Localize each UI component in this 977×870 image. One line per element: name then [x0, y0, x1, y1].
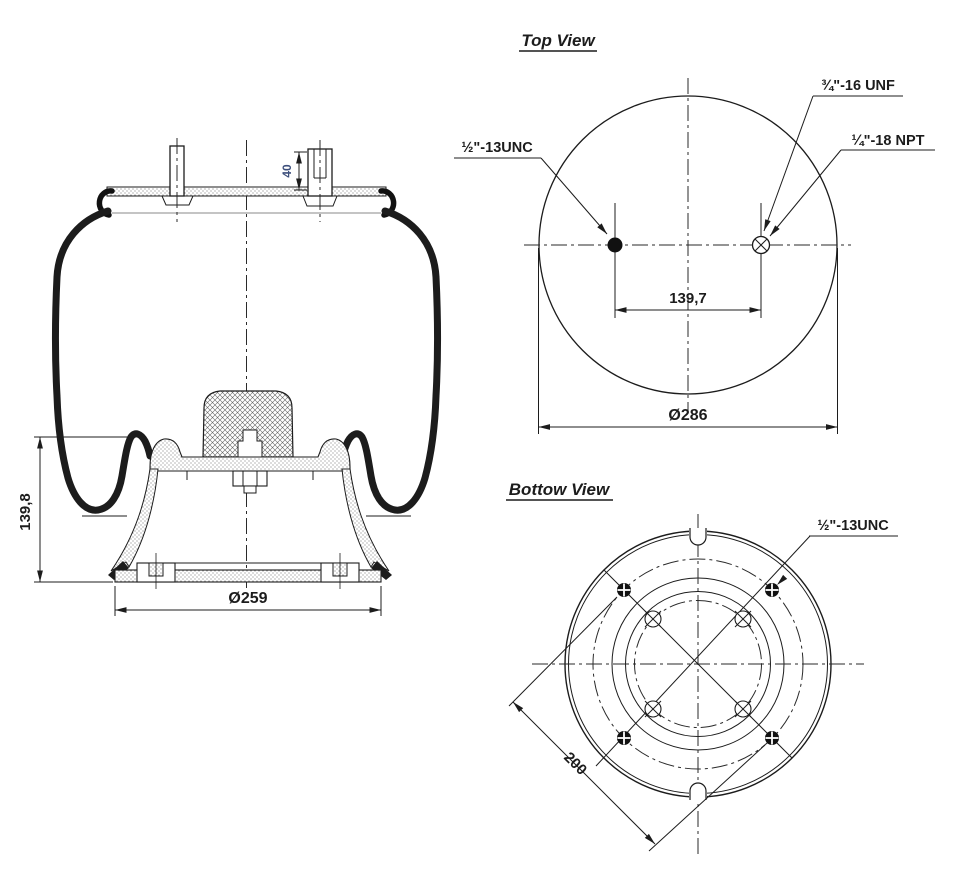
bottom-view-title: Bottow View: [509, 480, 611, 499]
vent-holes: [644, 610, 752, 718]
dim-stud-height-text: 40: [280, 164, 294, 178]
rim-notch-bottom: [689, 782, 707, 800]
dim-lower-height-text: 139,8: [17, 493, 34, 531]
top-view: Top View 139,7 Ø286: [454, 31, 935, 434]
vent-hole: [734, 610, 752, 628]
rubber-bumper: [202, 390, 294, 458]
leader-blind-hole: ½"-13UNC: [454, 140, 610, 236]
dim-hole-spacing-text: 139,7: [669, 290, 707, 307]
dim-base-diameter-text: Ø259: [228, 590, 267, 607]
mounting-bolts: [617, 583, 779, 745]
piston-wall-left: [110, 468, 159, 572]
piston-pan: [149, 438, 351, 472]
bottom-view: Bottow View: [506, 480, 898, 856]
leader-line: [763, 95, 814, 232]
leader-air-fitting: ¼"-18 NPT: [767, 133, 935, 238]
leader-stud-thread: ¾"-16 UNF: [761, 78, 903, 232]
dim-base-diameter: Ø259: [114, 586, 382, 616]
piston-base: [114, 553, 382, 589]
bellows-outline-right: [339, 207, 441, 514]
top-plate: [106, 186, 387, 197]
top-view-title: Top View: [521, 31, 596, 50]
label-air-fitting: ¼"-18 NPT: [852, 133, 925, 149]
bolt-hole: [765, 731, 779, 745]
bolt-tip: [243, 485, 257, 494]
vent-hole: [644, 610, 662, 628]
label-stud-thread: ¾"-16 UNF: [821, 78, 895, 94]
label-bolt-thread: ½"-13UNC: [817, 518, 889, 534]
rim-notch-top: [689, 528, 707, 546]
bumper-bolt-head: [237, 429, 263, 458]
leader-line: [769, 149, 842, 237]
bellows-outline-left: [52, 207, 154, 514]
bolt-hole: [617, 731, 631, 745]
vent-hole: [734, 700, 752, 718]
leader-line: [540, 157, 608, 235]
bolt-hole: [617, 583, 631, 597]
side-section-view: 40: [17, 138, 441, 616]
diagonal-ne-sw-with-leader: [595, 535, 811, 767]
piston-wall-right: [341, 468, 390, 572]
dim-line: [512, 701, 656, 845]
air-port-hole: [751, 235, 771, 255]
mounting-stud: [161, 138, 194, 222]
dim-outer-diameter: Ø286: [538, 248, 838, 434]
dim-hole-spacing: 139,7: [615, 290, 761, 313]
dim-outer-diameter-text: Ø286: [668, 407, 707, 424]
label-blind-hole: ½"-13UNC: [461, 140, 533, 156]
vent-hole: [644, 700, 662, 718]
blind-hole: [607, 237, 623, 253]
leader-bolt-thread: ½"-13UNC: [809, 518, 898, 537]
bolt-hole: [765, 583, 779, 597]
air-fitting-stud: [302, 140, 338, 222]
diagonal-nw-se: [603, 569, 793, 759]
dim-stud-height: 40: [280, 151, 307, 191]
piston-nut: [232, 470, 268, 494]
dim-lower-height: 139,8: [17, 436, 130, 583]
